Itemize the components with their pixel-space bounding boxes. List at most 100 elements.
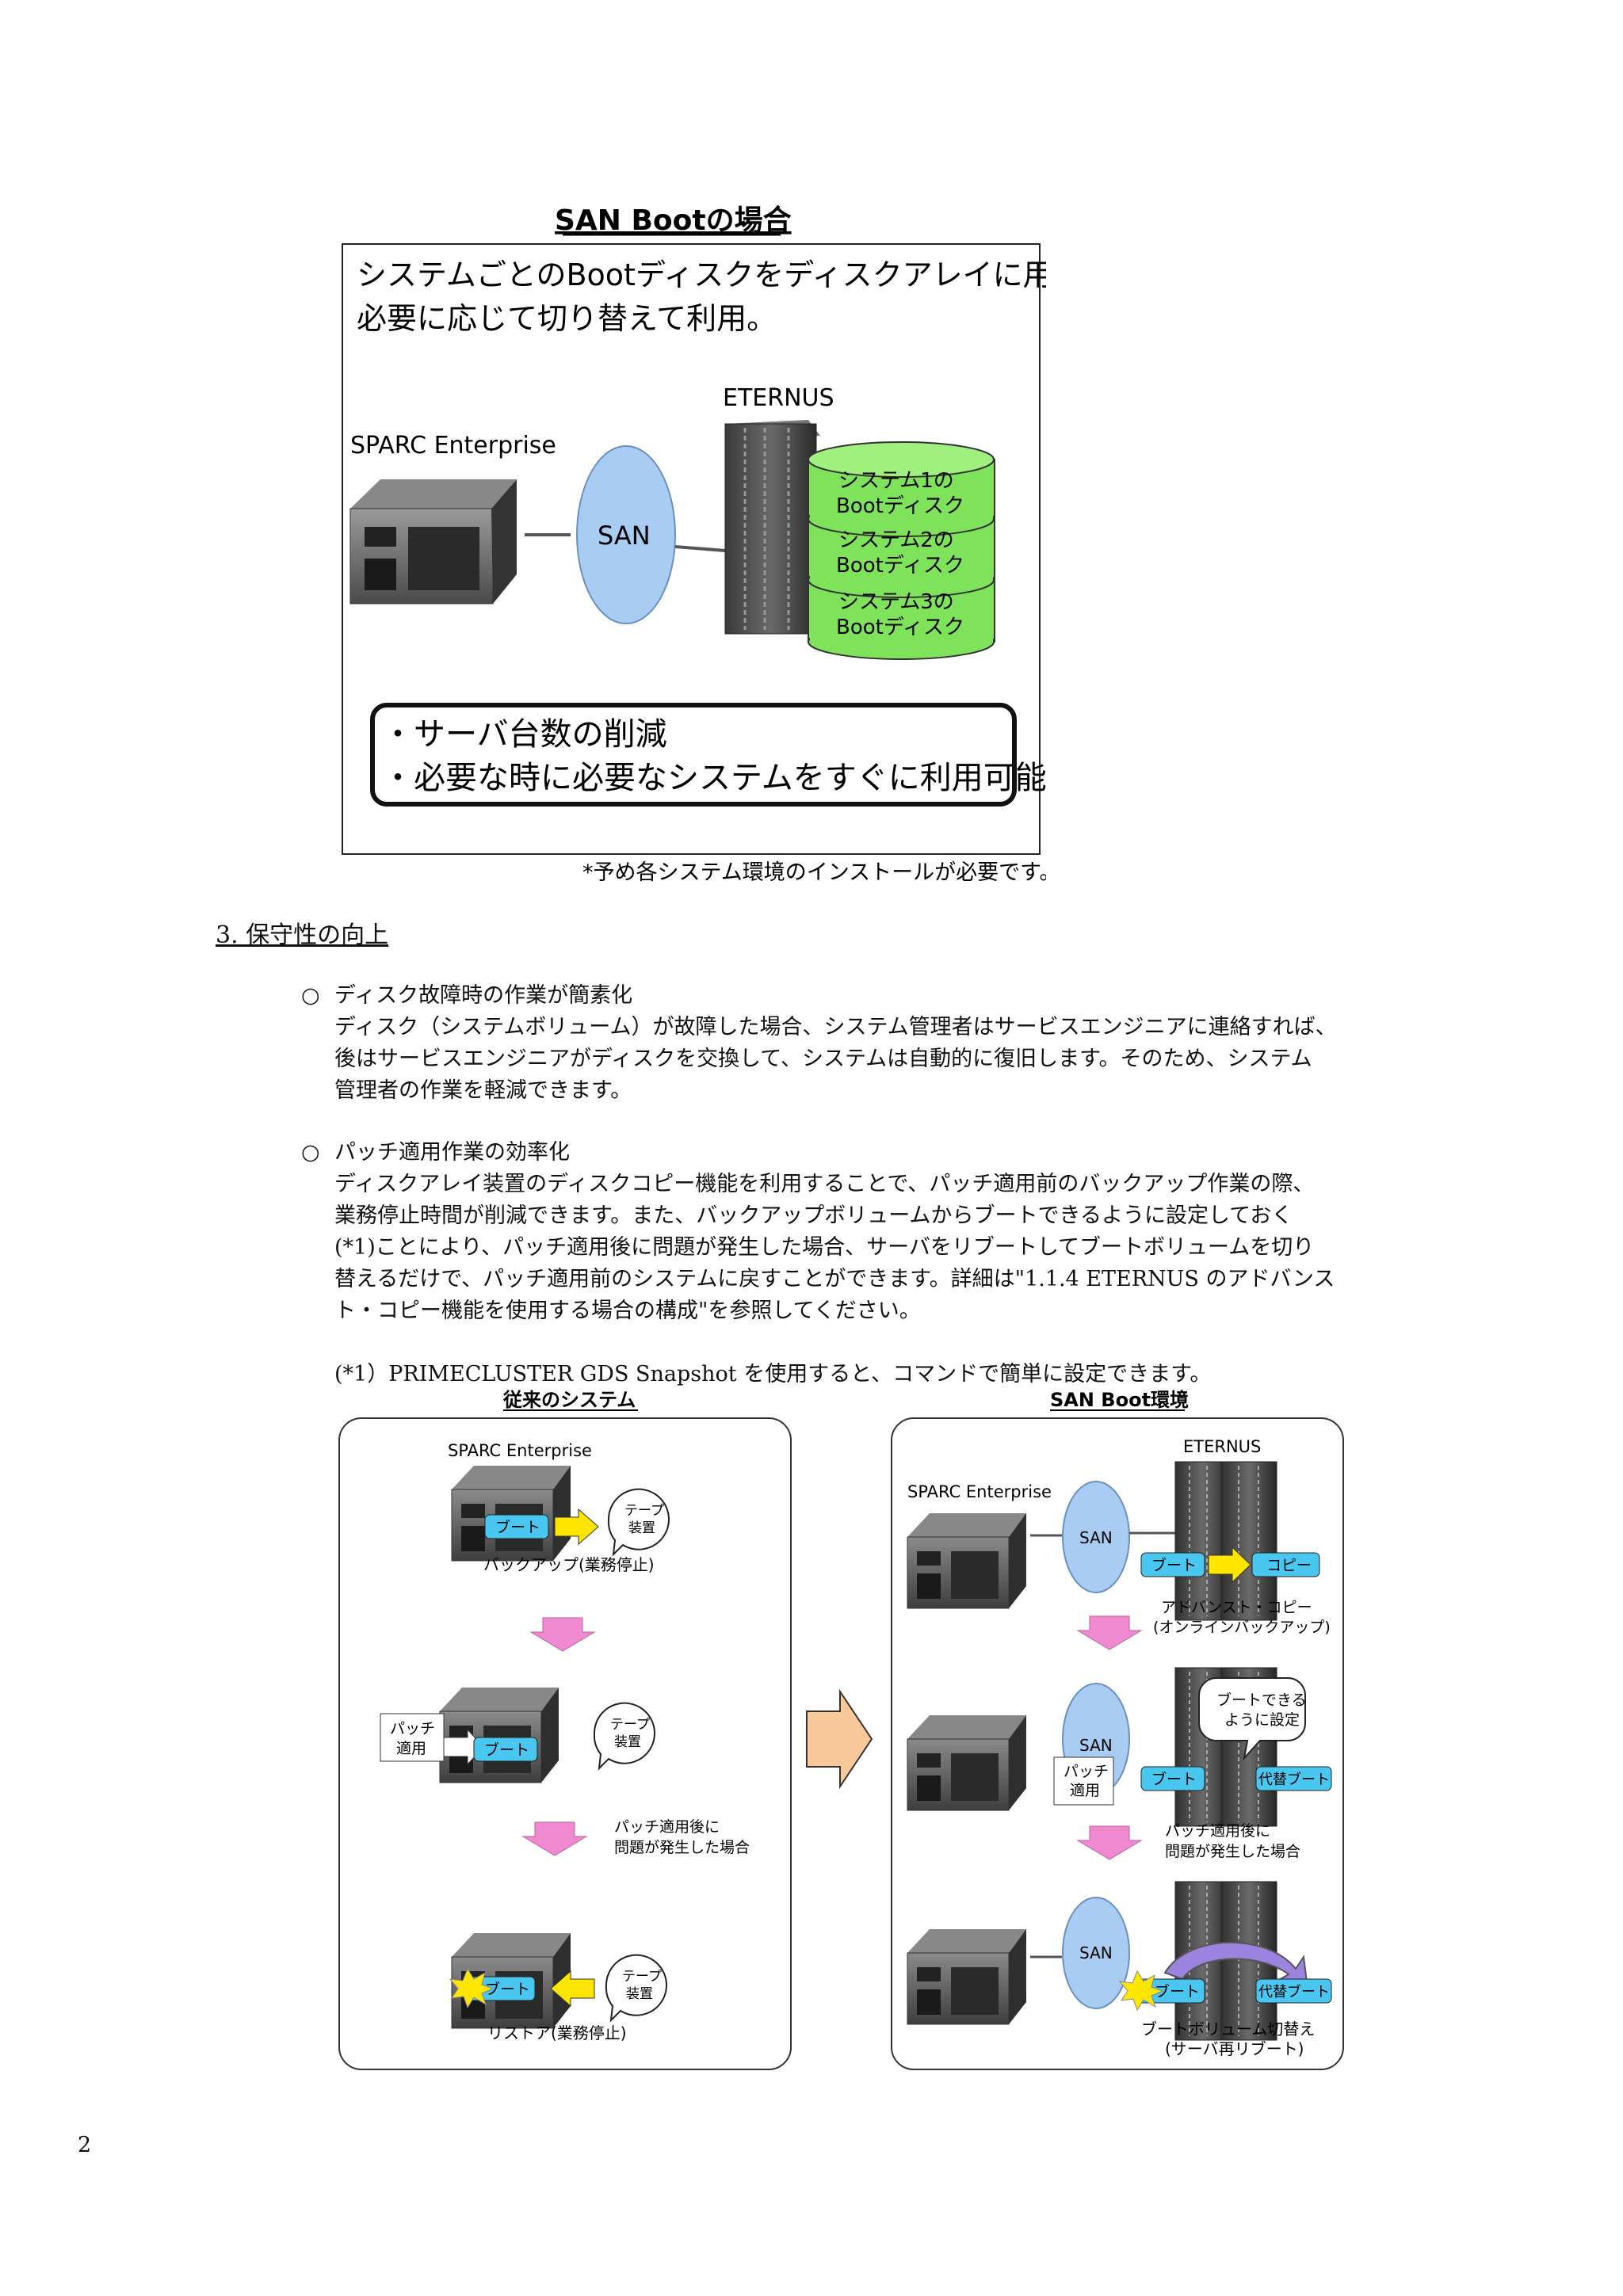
advanced-copy-arrow [1208, 1546, 1251, 1584]
left-boot-2-label: ブート [484, 1741, 529, 1759]
right-patch-line1: パッチ [1064, 1763, 1109, 1780]
left-server-label: SPARC Enterprise [448, 1441, 592, 1460]
item1-bullet: ○ [301, 983, 320, 1008]
right-server-icon-1 [907, 1512, 1027, 1609]
right-alt-boot-2 [1255, 1766, 1332, 1791]
item2-title: パッチ適用作業の効率化 [334, 1140, 570, 1165]
left-tape-1-line1: テープ [624, 1503, 664, 1519]
left-panel-title: 従来のシステム [502, 1389, 636, 1411]
right-server-icon-2 [907, 1714, 1027, 1811]
item1-line1: ディスク（システムボリューム）が故障した場合、システム管理者はサービスエンジニア… [334, 1015, 1337, 1039]
right-san-2-label: SAN [1079, 1736, 1113, 1755]
left-boot-1 [484, 1514, 549, 1539]
left-step1-caption: バックアップ(業務停止) [483, 1555, 655, 1574]
right-alt-boot-3-label: 代替ブート [1258, 1983, 1330, 2000]
advanced-copy-line1: アドバンスト・コピー [1161, 1599, 1312, 1616]
right-problem-line1: パッチ適用後に [1165, 1822, 1270, 1840]
advanced-copy-line2: (オンラインバックアップ) [1153, 1619, 1331, 1636]
fault-burst-left [449, 1967, 495, 2009]
figure-comparison: 従来のシステム SAN Boot環境 SPARC Enterprise ブート … [333, 1386, 1355, 2076]
item2-line5: ト・コピー機能を使用する場合の構成"を参照してください。 [334, 1299, 921, 1323]
switch-line1: ブートボリューム切替え [1141, 2019, 1315, 2039]
right-patch-line2: 適用 [1070, 1782, 1100, 1799]
right-problem-line2: 問題が発生した場合 [1165, 1843, 1300, 1860]
disk-stack [808, 441, 995, 660]
left-patch-line2: 適用 [396, 1740, 426, 1757]
left-boot-1-label: ブート [495, 1518, 540, 1536]
bootable-line2: ように設定 [1224, 1711, 1300, 1729]
left-tape-3-line2: 装置 [626, 1986, 653, 2002]
server-icon [349, 479, 517, 605]
right-copy-label: コピー [1266, 1557, 1312, 1574]
benefit-1: ・サーバ台数の削減 [382, 716, 667, 753]
page-number: 2 [78, 2133, 92, 2157]
benefits-box [370, 703, 1017, 807]
disk1-line2: Bootディスク [836, 494, 964, 518]
right-storage-label: ETERNUS [1183, 1437, 1261, 1456]
item1-line2: 後はサービスエンジニアがディスクを交換して、システムは自動的に復旧します。そのた… [334, 1047, 1312, 1071]
left-patch-line1: パッチ [390, 1720, 435, 1737]
item2-line1: ディスクアレイ装置のディスクコピー機能を利用することで、パッチ適用前のバックアッ… [334, 1172, 1315, 1196]
right-copy [1251, 1552, 1320, 1577]
fault-burst-right [1118, 1970, 1164, 2012]
left-boot-3-label: ブート [485, 1980, 530, 1998]
disk3-line1: システム3の [838, 590, 954, 614]
figure1-desc-line2: 必要に応じて切り替えて利用。 [357, 301, 777, 336]
backup-arrow [554, 1508, 599, 1546]
disk2-line1: システム2の [838, 528, 954, 552]
right-server-label: SPARC Enterprise [907, 1482, 1052, 1501]
figure1-title: SAN Bootの場合 [555, 204, 792, 237]
right-alt-boot-2-label: 代替ブート [1258, 1771, 1330, 1788]
section-heading: 3. 保守性の向上 [216, 921, 389, 949]
right-panel-title: SAN Boot環境 [1050, 1389, 1189, 1411]
restore-arrow [550, 1970, 595, 2008]
item1-line3: 管理者の作業を軽減できます。 [334, 1078, 632, 1103]
server-label: SPARC Enterprise [350, 432, 556, 460]
right-patch-box [1053, 1756, 1114, 1806]
item1: ○ ディスク故障時の作業が簡素化 ディスク（システムボリューム）が故障した場合、… [301, 980, 1337, 1107]
left-tape-2-line1: テープ [610, 1717, 650, 1733]
item2: ○ パッチ適用作業の効率化 ディスクアレイ装置のディスクコピー機能を利用すること… [301, 1137, 1335, 1327]
right-boot-1 [1140, 1552, 1205, 1577]
left-server-icon-2 [439, 1687, 559, 1783]
left-step3-caption: リストア(業務停止) [487, 2023, 627, 2042]
switch-line2: (サーバ再リブート) [1165, 2039, 1304, 2058]
left-boot-2 [473, 1737, 538, 1762]
left-tape-1-line2: 装置 [628, 1520, 655, 1536]
comparison-diagram: 従来のシステム SAN Boot環境 SPARC Enterprise ブート … [338, 1389, 1344, 2070]
bootable-line1: ブートできる [1216, 1691, 1307, 1709]
item2-line3: (*1)ことにより、パッチ適用後に問題が発生した場合、サーバをリブートしてブート… [334, 1235, 1315, 1260]
left-panel [338, 1417, 792, 2070]
right-san-3-label: SAN [1079, 1943, 1113, 1962]
right-boot-2-label: ブート [1151, 1770, 1197, 1788]
san-boot-diagram: SAN Bootの場合 システムごとのBootディスクをディスクアレイに用意。 … [342, 204, 1113, 885]
patch-label-box [380, 1713, 445, 1762]
disk1-line1: システム1の [838, 469, 954, 493]
left-problem-line1: パッチ適用後に [614, 1818, 720, 1836]
disk2-line2: Bootディスク [836, 554, 964, 578]
figure1-footnote: *予め各システム環境のインストールが必要です。 [582, 860, 1046, 885]
right-boot-3-label: ブート [1155, 1982, 1200, 2000]
disk3-line2: Bootディスク [836, 616, 964, 639]
right-alt-boot-3 [1255, 1978, 1332, 2004]
switch-arrow [1163, 1941, 1309, 1990]
figure-san-boot: SAN Bootの場合 システムごとのBootディスクをディスクアレイに用意。 … [333, 198, 1113, 895]
item2-line4: 替えるだけで、パッチ適用前のシステムに戻すことができます。詳細は"1.1.4 E… [334, 1267, 1335, 1291]
storage-label: ETERNUS [723, 384, 834, 412]
left-tape-3-line1: テープ [622, 1969, 662, 1985]
right-boot-1-label: ブート [1151, 1556, 1197, 1574]
item1-title: ディスク故障時の作業が簡素化 [334, 983, 633, 1008]
left-server-icon-1 [451, 1465, 571, 1562]
san-label: SAN [598, 521, 651, 551]
left-problem-line2: 問題が発生した場合 [614, 1839, 750, 1856]
item2-bullet: ○ [301, 1140, 320, 1165]
bootable-bubble [1198, 1677, 1306, 1761]
transition-arrow [806, 1688, 873, 1790]
benefit-2: ・必要な時に必要なシステムをすぐに利用可能 [382, 760, 1046, 796]
right-rack-1 [1174, 1461, 1277, 1621]
footnote-note: (*1）PRIMECLUSTER GDS Snapshot を使用すると、コマン… [334, 1362, 1212, 1386]
figure1-desc-line1: システムごとのBootディスクをディスクアレイに用意。 [357, 257, 1046, 292]
right-server-icon-3 [907, 1928, 1027, 2025]
right-san-1 [1062, 1481, 1130, 1593]
item2-line2: 業務停止時間が削減できます。また、バックアップボリュームからブートできるように設… [334, 1203, 1293, 1228]
